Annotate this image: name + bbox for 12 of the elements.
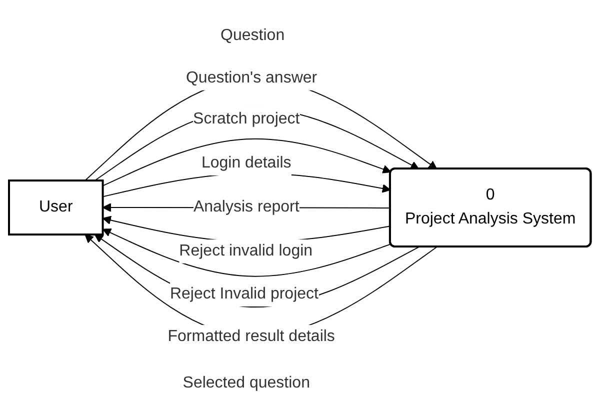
edge-label: Question [220, 27, 284, 44]
edge-label: Reject invalid login [178, 242, 312, 260]
edge-label: Scratch project [192, 110, 300, 128]
edge-label: Selected question [182, 374, 310, 392]
edge-label: Login details [201, 154, 291, 172]
arrow [102, 138, 391, 187]
arrow [102, 228, 392, 278]
edge-label: Question's answer [186, 70, 317, 87]
edge-label: Reject Invalid project [170, 286, 318, 303]
edge-label: Formatted result details [167, 328, 335, 346]
node-box: User [8, 180, 104, 236]
edge-label: Analysis report [193, 198, 299, 216]
